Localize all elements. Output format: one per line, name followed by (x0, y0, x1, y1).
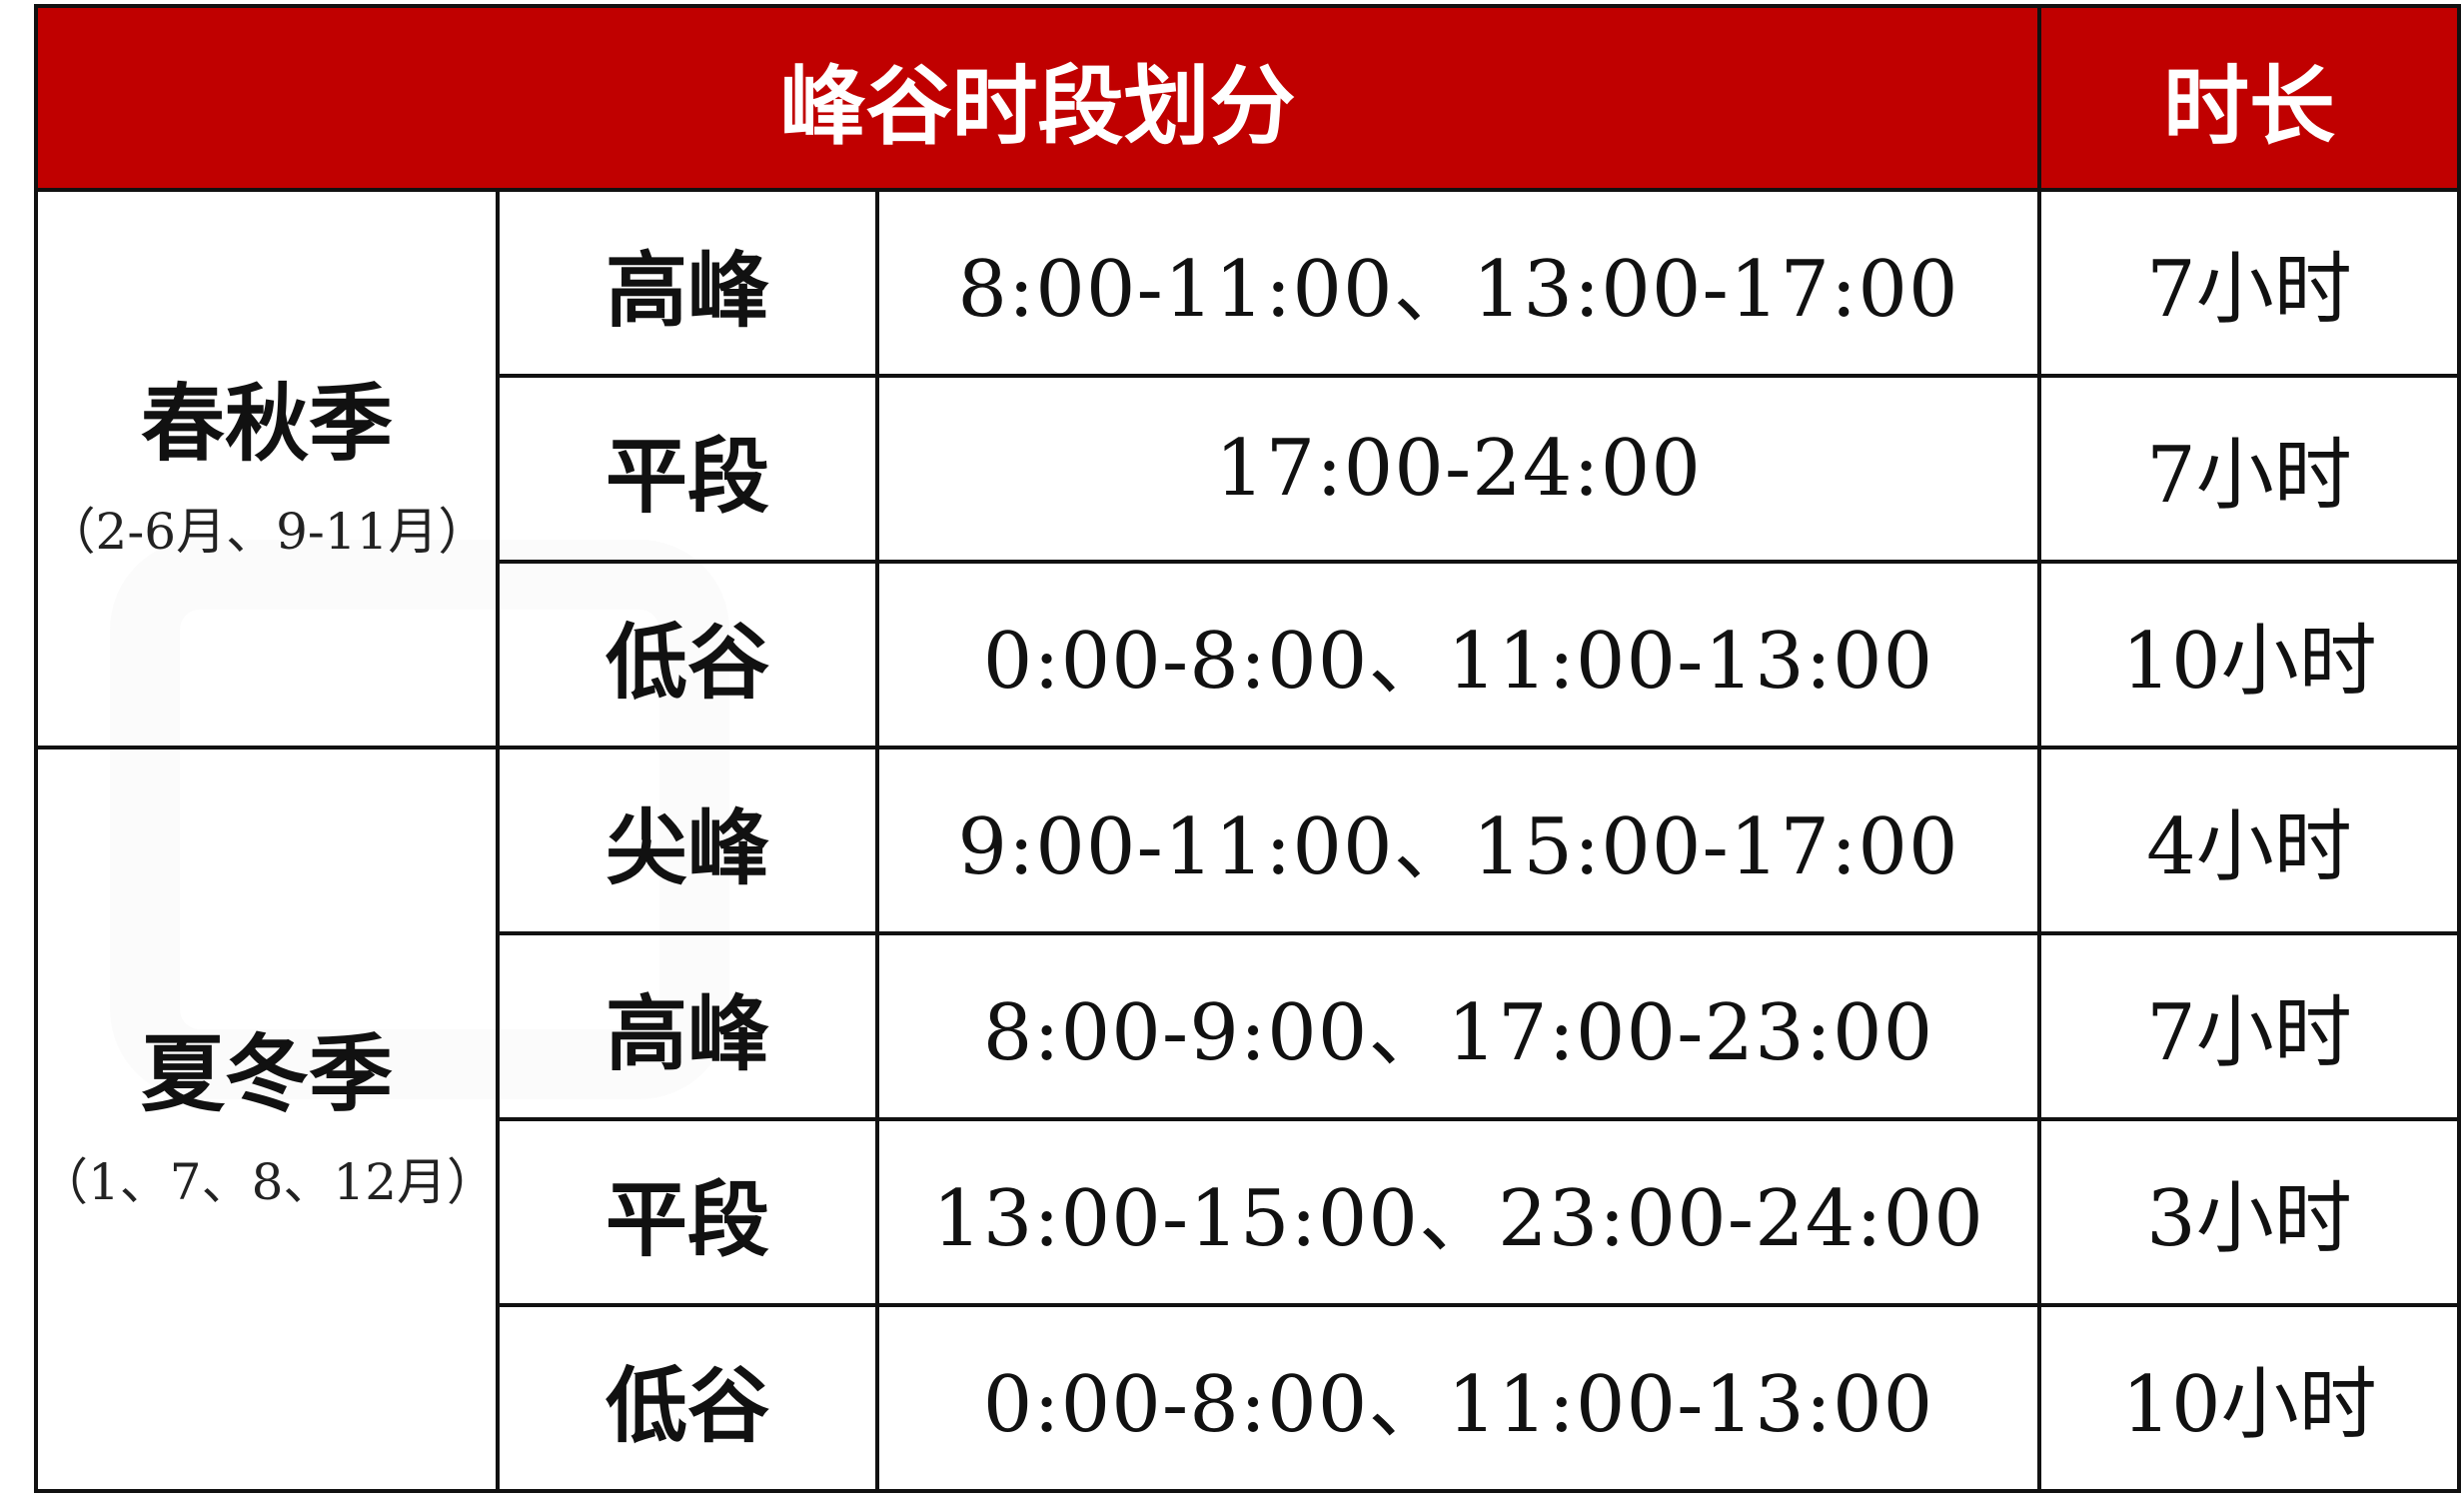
time-range: 0:00-8:00、11:00-13:00 (875, 560, 2041, 750)
season-cell: 夏冬季 （1、7、8、12月） (34, 746, 500, 1493)
time-range: 8:00-11:00、13:00-17:00 (875, 188, 2041, 378)
period-label: 平段 (496, 1117, 879, 1307)
header-duration: 时长 (2037, 4, 2461, 192)
table-row: 平段 13:00-15:00、23:00-24:00 3小时 (36, 1117, 2461, 1307)
time-range: 9:00-11:00、15:00-17:00 (875, 746, 2041, 935)
duration-value: 7小时 (2037, 931, 2461, 1121)
table-row: 低谷 0:00-8:00、11:00-13:00 10小时 (36, 560, 2461, 750)
season-name: 春秋季 (140, 373, 393, 473)
duration-value: 10小时 (2037, 1303, 2461, 1493)
table-row: 高峰 8:00-9:00、17:00-23:00 7小时 (36, 931, 2461, 1121)
period-label: 高峰 (496, 188, 879, 378)
time-range: 8:00-9:00、17:00-23:00 (875, 931, 2041, 1121)
season-cell: 春秋季 （2-6月、9-11月） (34, 188, 500, 750)
time-range: 17:00-24:00 (875, 374, 2041, 564)
time-range: 13:00-15:00、23:00-24:00 (875, 1117, 2041, 1307)
season-name: 夏冬季 (140, 1023, 393, 1123)
duration-value: 7小时 (2037, 188, 2461, 378)
period-label: 平段 (496, 374, 879, 564)
period-label: 低谷 (496, 560, 879, 750)
table-row: 春秋季 （2-6月、9-11月） 高峰 8:00-11:00、13:00-17:… (34, 188, 2461, 750)
season-months: （2-6月、9-11月） (45, 503, 489, 562)
table-row: 夏冬季 （1、7、8、12月） 尖峰 9:00-11:00、15:00-17:0… (34, 746, 2461, 1493)
header-division: 峰谷时段划分 (34, 4, 2041, 192)
period-label: 高峰 (496, 931, 879, 1121)
table-row: 平段 17:00-24:00 7小时 (36, 374, 2461, 564)
season-months: （1、7、8、12月） (38, 1153, 498, 1212)
duration-value: 4小时 (2037, 746, 2461, 935)
table-row: 低谷 0:00-8:00、11:00-13:00 10小时 (36, 1303, 2461, 1493)
duration-value: 10小时 (2037, 560, 2461, 750)
time-range: 0:00-8:00、11:00-13:00 (875, 1303, 2041, 1493)
period-label: 尖峰 (496, 746, 879, 935)
period-label: 低谷 (496, 1303, 879, 1493)
header-row: 峰谷时段划分 时长 (34, 4, 2461, 192)
duration-value: 3小时 (2037, 1117, 2461, 1307)
duration-value: 7小时 (2037, 374, 2461, 564)
tou-period-table: 峰谷时段划分 时长 春秋季 （2-6月、9-11月） 高峰 8:00-11:00… (34, 4, 2461, 1493)
